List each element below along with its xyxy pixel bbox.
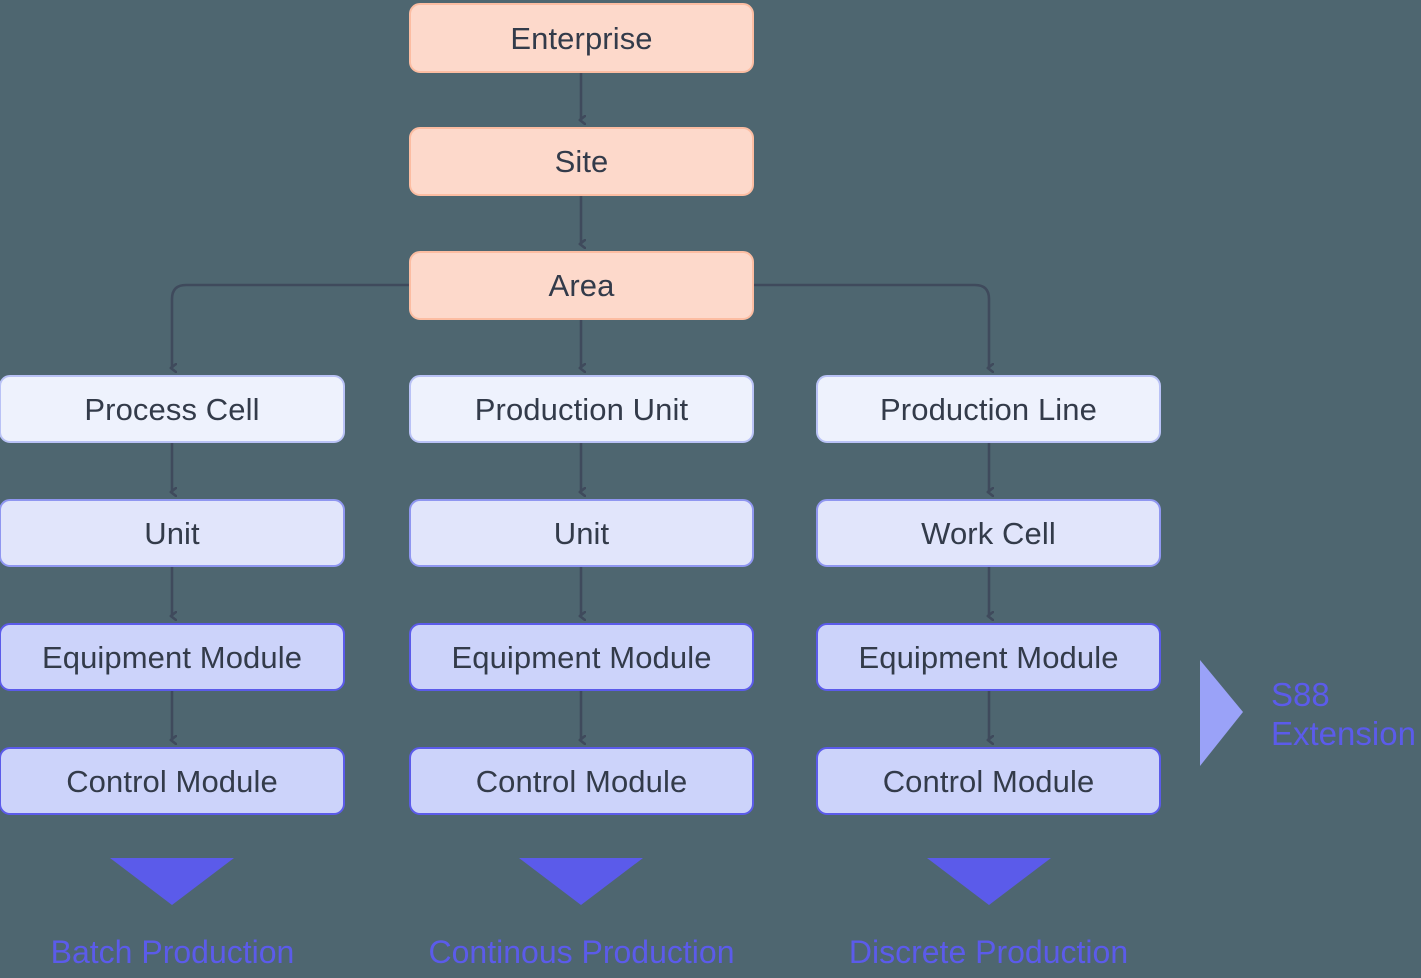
link-area-process-cell <box>172 283 409 368</box>
node-batch-control-module[interactable]: Control Module <box>0 747 345 815</box>
node-discrete-production-line[interactable]: Production Line <box>816 375 1161 443</box>
node-discrete-equipment-module-label: Equipment Module <box>858 639 1119 675</box>
node-site-label: Site <box>554 144 609 179</box>
node-enterprise[interactable]: Enterprise <box>409 3 754 73</box>
node-discrete-control-module-label: Control Module <box>882 763 1095 799</box>
node-batch-equipment-module[interactable]: Equipment Module <box>0 623 345 691</box>
outcome-label-continuous: Continous Production <box>428 934 735 970</box>
node-continuous-production-unit-label: Production Unit <box>474 391 689 427</box>
outcome-triangle-discrete <box>927 858 1051 905</box>
outcome-label-discrete: Discrete Production <box>848 934 1129 970</box>
node-continuous-equipment-module[interactable]: Equipment Module <box>409 623 754 691</box>
s88-extension-line1: S88 <box>1271 676 1330 713</box>
node-continuous-control-module-label: Control Module <box>475 763 688 799</box>
node-discrete-control-module[interactable]: Control Module <box>816 747 1161 815</box>
node-continuous-unit-label: Unit <box>553 515 610 551</box>
node-batch-unit-label: Unit <box>144 515 200 551</box>
node-discrete-work-cell[interactable]: Work Cell <box>816 499 1161 567</box>
s88-extension-line2: Extension <box>1271 714 1416 752</box>
node-batch-equipment-module-label: Equipment Module <box>41 639 303 675</box>
node-batch-process-cell[interactable]: Process Cell <box>0 375 345 443</box>
outcome-triangle-continuous <box>519 858 643 905</box>
node-area-label: Area <box>548 268 615 303</box>
node-discrete-work-cell-label: Work Cell <box>921 515 1056 551</box>
outcome-triangle-batch <box>110 858 234 905</box>
outcome-label-batch: Batch Production <box>50 934 295 970</box>
node-discrete-production-line-label: Production Line <box>880 391 1097 427</box>
node-site[interactable]: Site <box>409 127 754 196</box>
node-area[interactable]: Area <box>409 251 754 320</box>
node-batch-unit[interactable]: Unit <box>0 499 345 567</box>
node-discrete-equipment-module[interactable]: Equipment Module <box>816 623 1161 691</box>
node-batch-control-module-label: Control Module <box>66 763 278 799</box>
node-continuous-equipment-module-label: Equipment Module <box>451 639 712 675</box>
node-enterprise-label: Enterprise <box>510 20 653 56</box>
node-continuous-unit[interactable]: Unit <box>409 499 754 567</box>
node-batch-process-cell-label: Process Cell <box>84 391 260 427</box>
node-continuous-control-module[interactable]: Control Module <box>409 747 754 815</box>
node-continuous-production-unit[interactable]: Production Unit <box>409 375 754 443</box>
s88-extension-arrow <box>1200 660 1243 766</box>
s88-extension-annotation: S88 Extension <box>1271 676 1416 754</box>
link-area-production-line <box>754 283 989 368</box>
